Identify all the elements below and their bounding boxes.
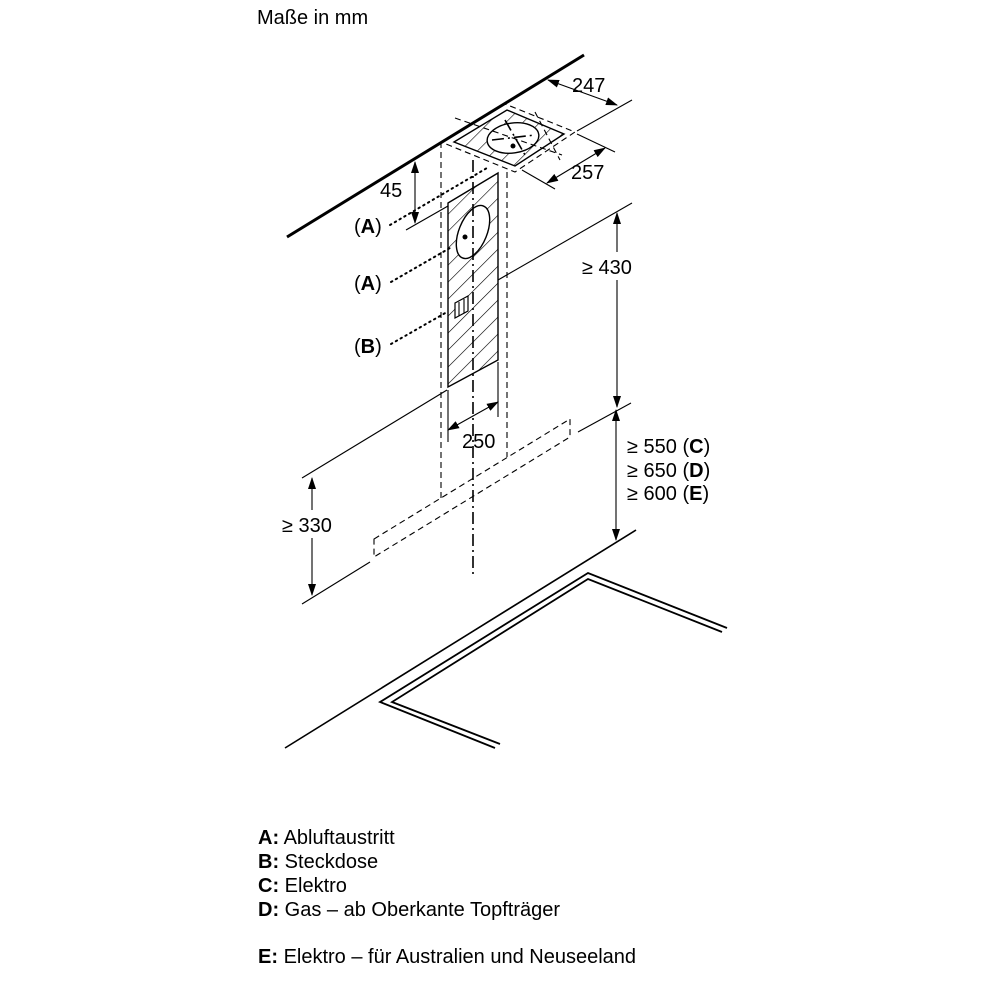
ceiling-line — [286, 53, 585, 239]
callout-leader-b — [390, 311, 448, 345]
ceiling-cutout — [440, 103, 577, 173]
dimension-250: 250 — [447, 362, 499, 453]
dimension-257-label: 257 — [571, 162, 604, 184]
dimension-hood-height: ≥ 550 (C) ≥ 650 (D) ≥ 600 (E) — [577, 402, 710, 541]
legend-item-b: B: Steckdose — [258, 851, 379, 873]
legend-item-e: E: Elektro – für Australien und Neuseela… — [258, 946, 637, 968]
height-e: ≥ 600 (E) — [627, 483, 709, 505]
dimension-330-label: ≥ 330 — [282, 515, 332, 537]
dimension-247: 247 — [547, 75, 633, 132]
dimension-250-label: 250 — [462, 431, 495, 453]
legend-item-c: C: Elektro — [258, 875, 347, 897]
height-c: ≥ 550 (C) — [627, 436, 710, 458]
height-d: ≥ 650 (D) — [627, 460, 710, 482]
callout-a1: (A) — [354, 216, 382, 238]
cooktop — [378, 571, 728, 749]
dimension-247-label: 247 — [572, 75, 605, 97]
socket-icon — [454, 294, 469, 320]
units-title: Maße in mm — [257, 7, 368, 29]
legend-item-a: A: Abluftaustritt — [258, 827, 395, 849]
callout-a2: (A) — [354, 273, 382, 295]
callout-leader-a1 — [389, 167, 488, 226]
dimension-45-label: 45 — [380, 180, 402, 202]
legend-item-d: D: Gas – ab Oberkante Topfträger — [258, 899, 561, 921]
dimension-430-label: ≥ 430 — [582, 257, 632, 279]
hood-outline — [373, 418, 571, 558]
dimension-430: ≥ 430 — [497, 202, 642, 408]
callout-b: (B) — [354, 336, 382, 358]
legend: A: Abluftaustritt B: Steckdose C: Elektr… — [258, 826, 636, 969]
dimension-45: 45 — [380, 161, 449, 231]
callout-leader-a2 — [390, 247, 451, 283]
dimension-257: 257 — [521, 133, 616, 190]
dimension-330: ≥ 330 — [280, 389, 448, 605]
countertop-edge — [284, 529, 637, 749]
